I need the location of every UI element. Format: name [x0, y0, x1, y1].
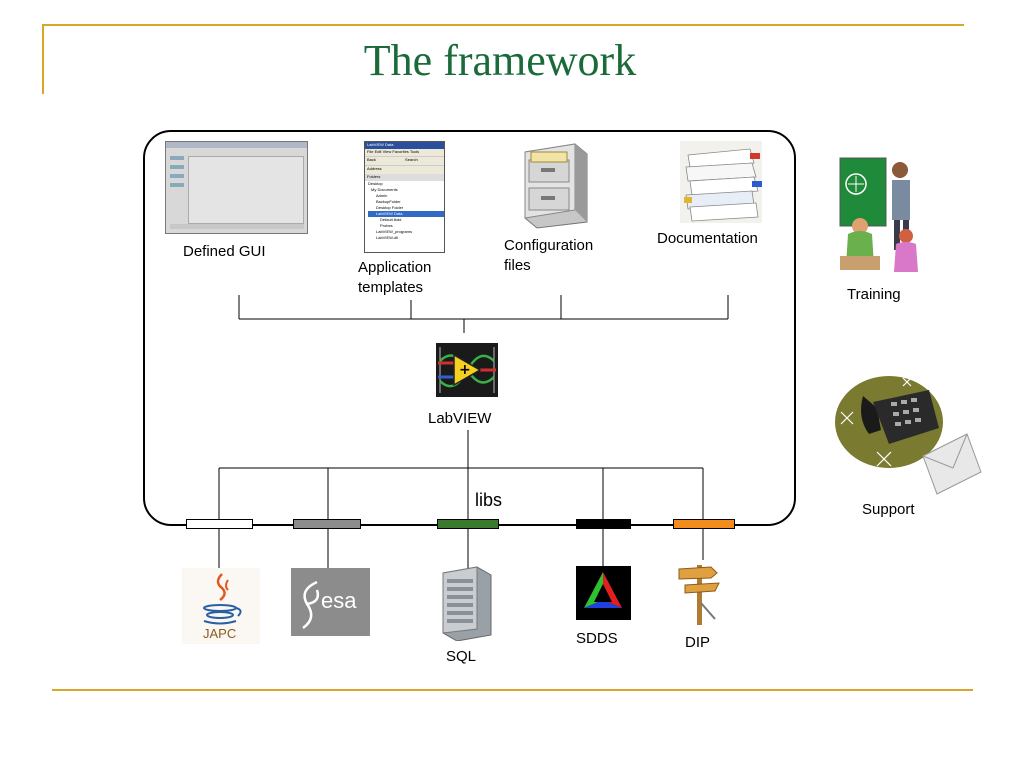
esa-swirl-icon [302, 580, 320, 630]
labview-label: LabVIEW [428, 410, 492, 427]
window-titlebar: LabVIEW Data [365, 142, 444, 149]
esa-logo: esa [291, 568, 370, 636]
sdds-logo-icon [576, 566, 631, 620]
training-label: Training [847, 286, 901, 303]
toolbar-back: Back [367, 157, 376, 162]
folders-panel-title: Folders [365, 174, 444, 181]
tree-item: My Documents [371, 187, 398, 192]
menu-file: File [367, 149, 374, 154]
menu-favorites: Favorites [392, 149, 409, 154]
defined-gui-thumbnail [165, 141, 308, 234]
sdds-label: SDDS [576, 630, 618, 647]
support-phone-icon [835, 376, 982, 495]
svg-text:+: + [459, 362, 471, 378]
tree-item: Probes [380, 223, 393, 228]
decorative-vertical-line [42, 24, 44, 94]
libs-label: libs [475, 490, 503, 510]
decorative-bottom-line [52, 689, 973, 691]
lib-bar-dip [673, 519, 735, 529]
esa-logo-text: esa [321, 588, 357, 613]
defined-gui-label: Defined GUI [183, 243, 266, 260]
lib-bar-japc [186, 519, 253, 529]
lib-bar-sql [437, 519, 499, 529]
tree-item: Desktop [368, 181, 383, 186]
lib-bar-sdds [576, 519, 631, 529]
tree-item: Admin [376, 193, 388, 198]
tree-item: Default.lbdd [380, 217, 402, 222]
decorative-top-line [42, 24, 964, 26]
filing-cabinet-icon [524, 143, 588, 229]
tree-item: LabVIEW Data [368, 211, 444, 217]
support-label: Support [862, 501, 915, 518]
slide-title: The framework [363, 36, 637, 85]
configuration-files-label: Configuration files [504, 237, 594, 274]
sql-server-icon [442, 566, 492, 641]
tree-item: LabVIEW_programs [376, 229, 413, 234]
documentation-label: Documentation [657, 230, 758, 247]
tree-item: Desktop Folder [376, 205, 404, 210]
application-templates-label: Application templates [358, 259, 432, 296]
toolbar-search: Search [405, 157, 418, 162]
menu-tools: Tools [409, 149, 420, 154]
sql-label: SQL [446, 648, 477, 665]
lib-bar-esa [293, 519, 361, 529]
japc-label: JAPC [203, 626, 237, 641]
documentation-stack-icon [680, 141, 762, 223]
dip-label: DIP [685, 634, 711, 651]
tree-item: BackupFolder [376, 199, 401, 204]
java-cup-icon [182, 568, 260, 644]
signpost-icon [678, 565, 720, 625]
menu-edit: Edit [374, 149, 382, 154]
application-templates-thumbnail: LabVIEW Data File Edit View Favorites To… [364, 141, 445, 253]
labview-icon: + [436, 343, 498, 397]
training-teacher-icon [839, 157, 918, 272]
menu-view: View [382, 149, 392, 154]
address-label: Address [367, 166, 382, 171]
tree-item: LabVIEW-dll [376, 235, 399, 240]
